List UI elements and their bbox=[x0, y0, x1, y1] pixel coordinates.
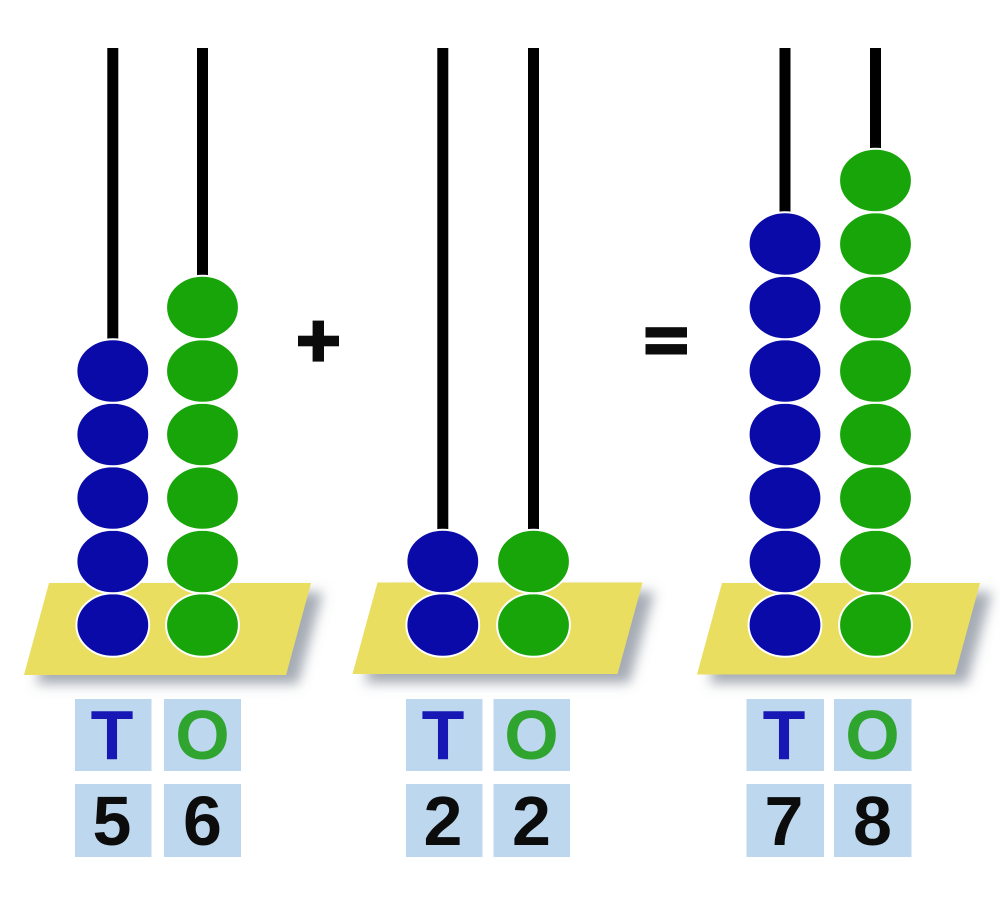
svg-text:T: T bbox=[422, 696, 465, 774]
svg-text:O: O bbox=[845, 696, 899, 774]
svg-text:T: T bbox=[763, 696, 806, 774]
svg-text:5: 5 bbox=[93, 782, 132, 860]
svg-text:T: T bbox=[91, 696, 134, 774]
svg-text:7: 7 bbox=[765, 782, 804, 860]
svg-text:6: 6 bbox=[183, 782, 222, 860]
svg-text:O: O bbox=[504, 696, 558, 774]
svg-text:2: 2 bbox=[512, 782, 551, 860]
svg-text:2: 2 bbox=[424, 782, 463, 860]
svg-text:8: 8 bbox=[853, 782, 892, 860]
svg-text:O: O bbox=[175, 696, 229, 774]
